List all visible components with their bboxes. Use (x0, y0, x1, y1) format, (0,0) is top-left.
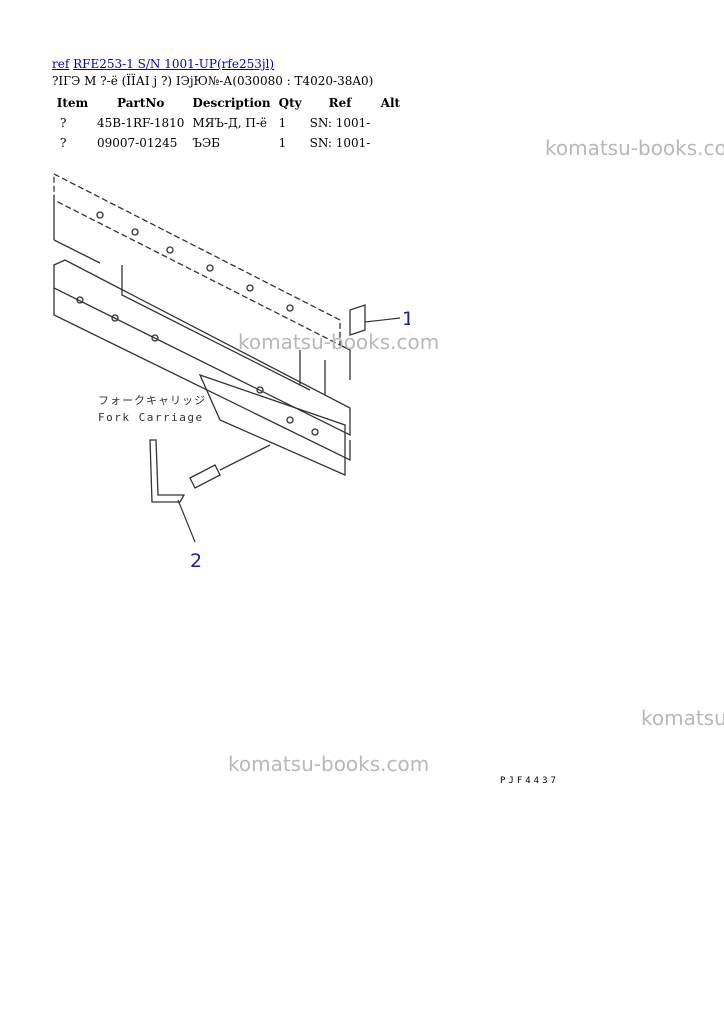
table-header-row: Item PartNo Description Qty Ref Alt (52, 93, 406, 113)
page-subtitle: ?ІГЭ М ?-ё (ЇЇАІ ј ?) ІЭјЮ№-А(030080 : T… (52, 74, 374, 88)
cell-item: ? (60, 116, 67, 130)
table-row: ? 45B-1RF-1810 МЯЪ-Д, П-ё 1 SN: 1001- (52, 113, 406, 133)
callout-2: 2 (190, 550, 202, 572)
parts-diagram: 1 2 フォークキャリッジ Fork Carriage (53, 172, 410, 572)
watermark: komatsu-books.com (238, 330, 440, 354)
col-qty: Qty (278, 96, 302, 110)
model-link[interactable]: RFE253-1 S/N 1001-UP(rfe253jl) (73, 57, 275, 71)
cell-item: ? (60, 136, 67, 150)
cell-description: ЪЭБ (192, 136, 220, 150)
col-ref: Ref (328, 96, 352, 110)
breadcrumb: ref RFE253-1 S/N 1001-UP(rfe253jl) (52, 56, 274, 72)
table-row: ? 09007-01245 ЪЭБ 1 SN: 1001- (52, 133, 406, 153)
cell-alt (374, 133, 406, 153)
watermark: komatsu-books.com (641, 706, 724, 730)
col-alt: Alt (380, 96, 401, 110)
col-partno: PartNo (117, 96, 165, 110)
cell-partno: 09007-01245 (97, 136, 178, 150)
leader-lines (177, 317, 401, 543)
watermark: komatsu-books.com (545, 136, 724, 160)
cell-description: МЯЪ-Д, П-ё (192, 116, 267, 130)
col-description: Description (192, 96, 271, 110)
cell-qty: 1 (278, 136, 287, 150)
en-label: Fork Carriage (98, 411, 204, 424)
cell-ref: SN: 1001- (309, 116, 371, 130)
cell-partno: 45B-1RF-1810 (97, 116, 185, 130)
cell-ref: SN: 1001- (309, 136, 371, 150)
watermark: komatsu-books.com (228, 752, 430, 776)
callout-1: 1 (402, 308, 410, 330)
col-item: Item (56, 96, 89, 110)
diagram-code: PJF4437 (500, 776, 559, 786)
parts-table: Item PartNo Description Qty Ref Alt ? 45… (52, 93, 406, 153)
ref-link[interactable]: ref (52, 57, 70, 71)
cell-alt (374, 113, 406, 133)
cell-qty: 1 (278, 116, 287, 130)
fork-carriage-drawing (53, 172, 366, 503)
jp-label: フォークキャリッジ (98, 394, 206, 407)
